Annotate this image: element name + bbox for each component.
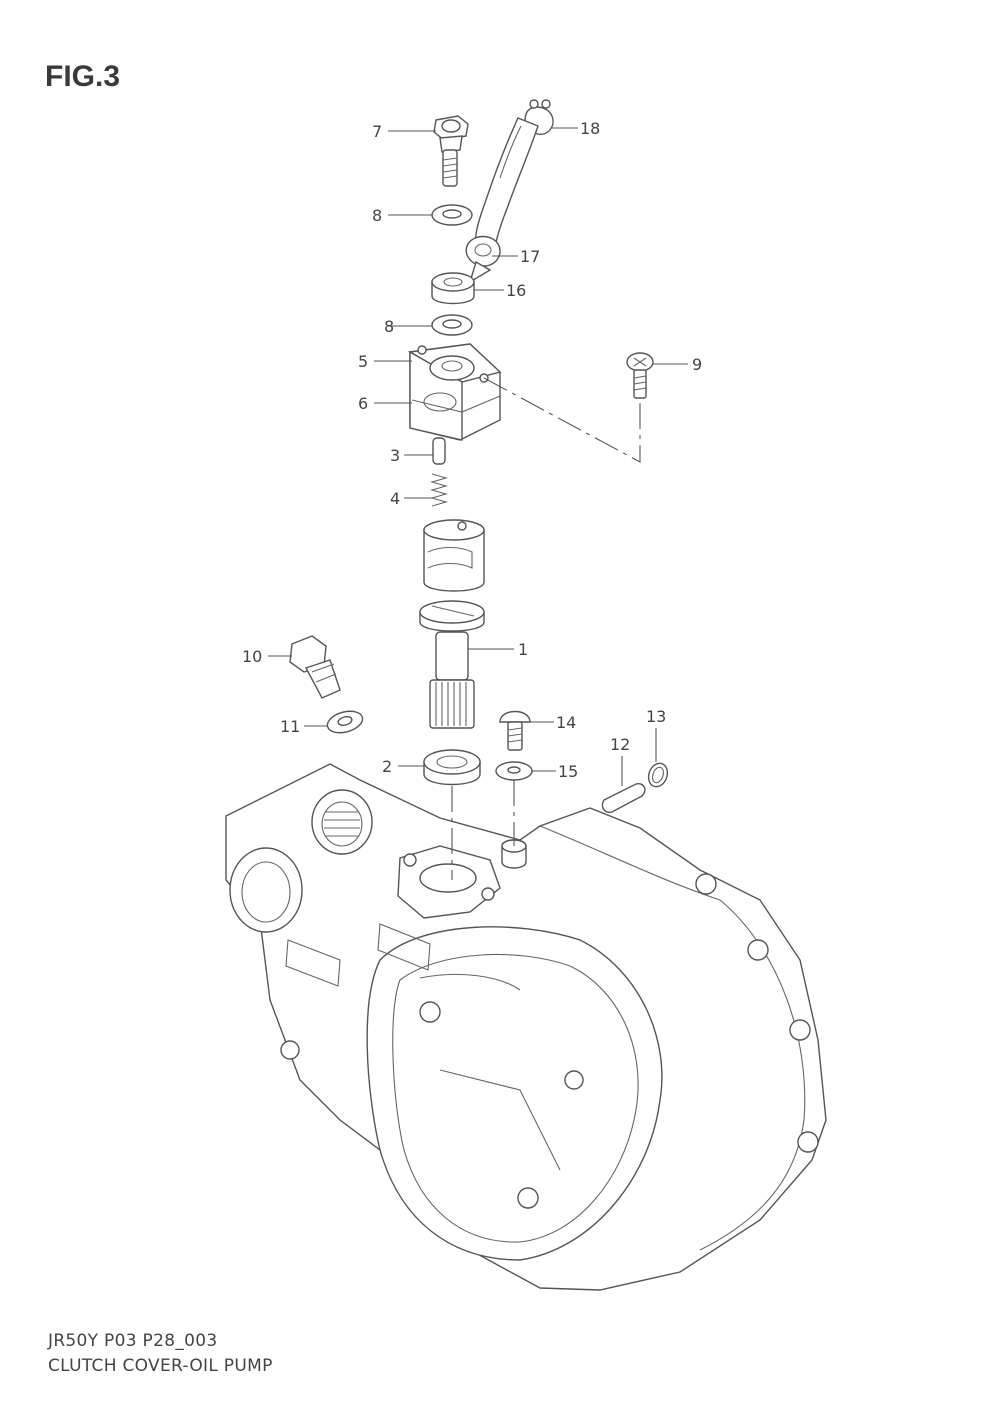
callout-12: 12 xyxy=(610,735,630,754)
part-18-clip xyxy=(524,99,554,135)
leader-lines xyxy=(268,127,688,880)
part-8-washer-lower xyxy=(431,314,473,336)
callout-5: 5 xyxy=(358,352,368,371)
part-1-pump-shaft xyxy=(419,600,485,729)
callout-2: 2 xyxy=(382,757,392,776)
callout-8-lower: 8 xyxy=(384,317,394,336)
callout-15: 15 xyxy=(558,762,578,781)
clutch-cover-housing xyxy=(225,763,827,1291)
part-16-banjo-fitting xyxy=(431,260,492,305)
callout-7: 7 xyxy=(372,122,382,141)
callout-16: 16 xyxy=(506,281,526,300)
callout-14: 14 xyxy=(556,713,576,732)
callout-9: 9 xyxy=(692,355,702,374)
part-5-6-pump-body xyxy=(407,343,502,441)
part-13-o-ring xyxy=(647,762,669,788)
part-14-screw xyxy=(499,710,531,751)
part-7-banjo-bolt xyxy=(433,115,469,187)
part-3-pin xyxy=(432,437,446,465)
callout-17: 17 xyxy=(520,247,540,266)
drawing-name: CLUTCH COVER-OIL PUMP xyxy=(48,1356,273,1376)
hose xyxy=(474,117,539,253)
callout-6: 6 xyxy=(358,394,368,413)
part-8-washer-upper xyxy=(431,204,473,226)
figure-title: FIG.3 xyxy=(45,60,121,93)
part-9-screw xyxy=(626,352,654,399)
drawing-code: JR50Y P03 P28_003 xyxy=(48,1331,218,1351)
callout-4: 4 xyxy=(390,489,400,508)
part-10-plug-bolt xyxy=(289,635,341,699)
part-11-washer xyxy=(326,710,364,734)
callout-8-upper: 8 xyxy=(372,206,382,225)
callout-1: 1 xyxy=(518,640,528,659)
callout-13: 13 xyxy=(646,707,666,726)
callout-numbers: 7 8 18 17 16 8 5 6 9 3 4 1 10 11 2 14 15… xyxy=(242,119,702,781)
part-4-spring xyxy=(429,473,449,507)
part-12-dowel-pin xyxy=(601,782,646,814)
part-2-oil-seal xyxy=(423,749,481,786)
callout-3: 3 xyxy=(390,446,400,465)
plunger xyxy=(423,519,485,592)
callout-18: 18 xyxy=(580,119,600,138)
part-15-washer xyxy=(495,761,533,781)
part-17-clip xyxy=(465,235,501,267)
callout-10: 10 xyxy=(242,647,262,666)
callout-11: 11 xyxy=(280,717,300,736)
